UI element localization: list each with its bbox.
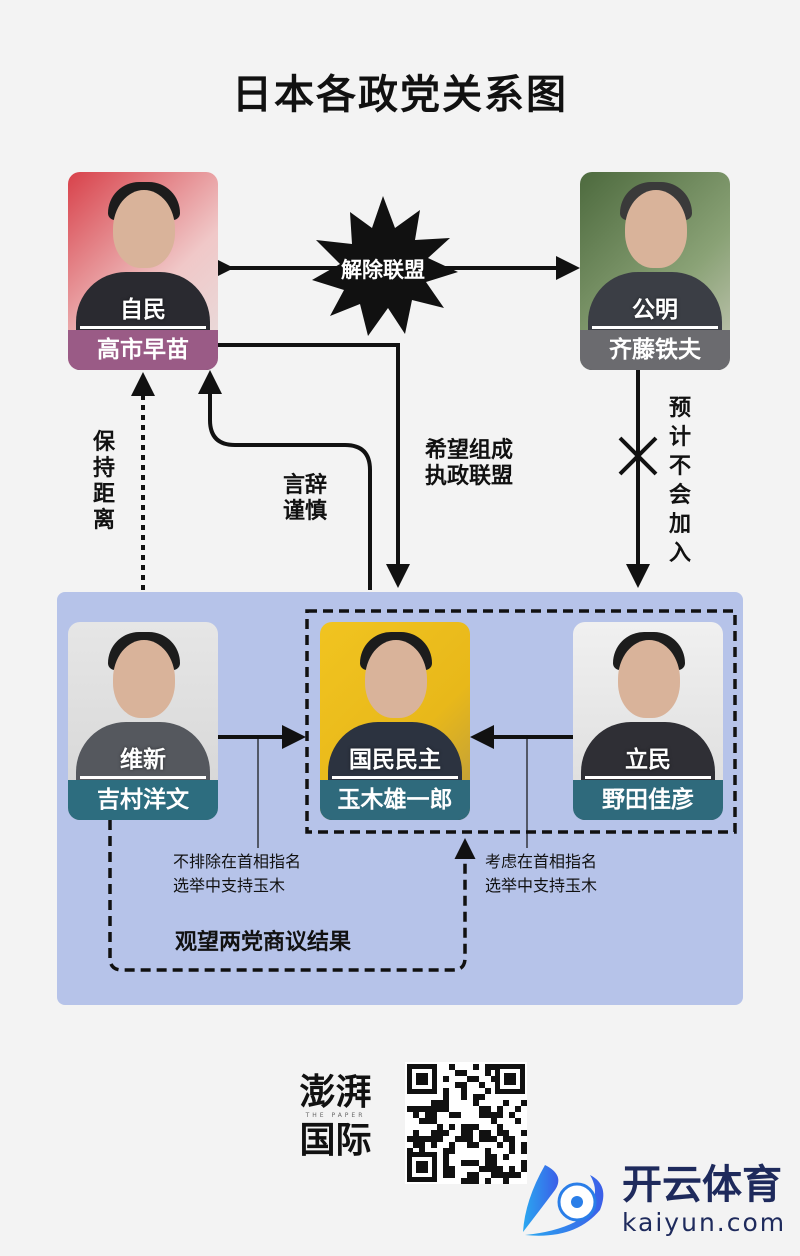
cdp-note: 考虑在首相指名选举中支持玉木 — [485, 852, 598, 895]
leader-name: 玉木雄一郎 — [320, 780, 470, 820]
party-label: 国民民主 — [349, 747, 441, 773]
hope-label: 希望组成执政联盟 — [425, 438, 514, 489]
ishin-note: 不排除在首相指名选举中支持玉木 — [173, 852, 302, 895]
party-label: 自民 — [120, 297, 166, 323]
card-ishin: 维新 吉村洋文 — [68, 622, 218, 820]
kaiyun-brand: 开云体育 kaiyun.com — [622, 1162, 787, 1237]
leader-name: 吉村洋文 — [68, 780, 218, 820]
leader-name: 野田佳彦 — [573, 780, 723, 820]
break-alliance-label: 解除联盟 — [341, 258, 425, 282]
cautious-arrow — [198, 370, 372, 590]
hope-arrow — [218, 343, 410, 588]
page-title: 日本各政党关系图 — [232, 72, 568, 118]
card-komeito: 公明 齐藤铁夫 — [580, 172, 730, 370]
card-ldp: 自民 高市早苗 — [68, 172, 218, 370]
leader-name: 齐藤铁夫 — [580, 330, 730, 370]
cross-icon — [618, 436, 658, 476]
card-dpfp: 国民民主 玉木雄一郎 — [320, 622, 470, 820]
qr-code-icon — [405, 1062, 527, 1184]
wait-arrow — [108, 820, 476, 972]
thepaper-logo: 澎湃 THE PAPER 国际 — [299, 1071, 372, 1161]
not-join-label: 预计不会加入 — [668, 396, 691, 566]
leader-name: 高市早苗 — [68, 330, 218, 370]
starburst-icon — [312, 196, 458, 336]
card-cdp: 立民 野田佳彦 — [573, 622, 723, 820]
cautious-label: 言辞谨慎 — [283, 473, 328, 524]
distance-label: 保持距离 — [92, 430, 115, 533]
dpfp-dashed-box — [305, 609, 737, 834]
kaiyun-logo-icon — [523, 1165, 604, 1236]
wait-label: 观望两党商议结果 — [175, 930, 352, 955]
party-label: 维新 — [120, 747, 166, 773]
party-label: 公明 — [632, 297, 678, 323]
party-label: 立民 — [625, 747, 671, 773]
